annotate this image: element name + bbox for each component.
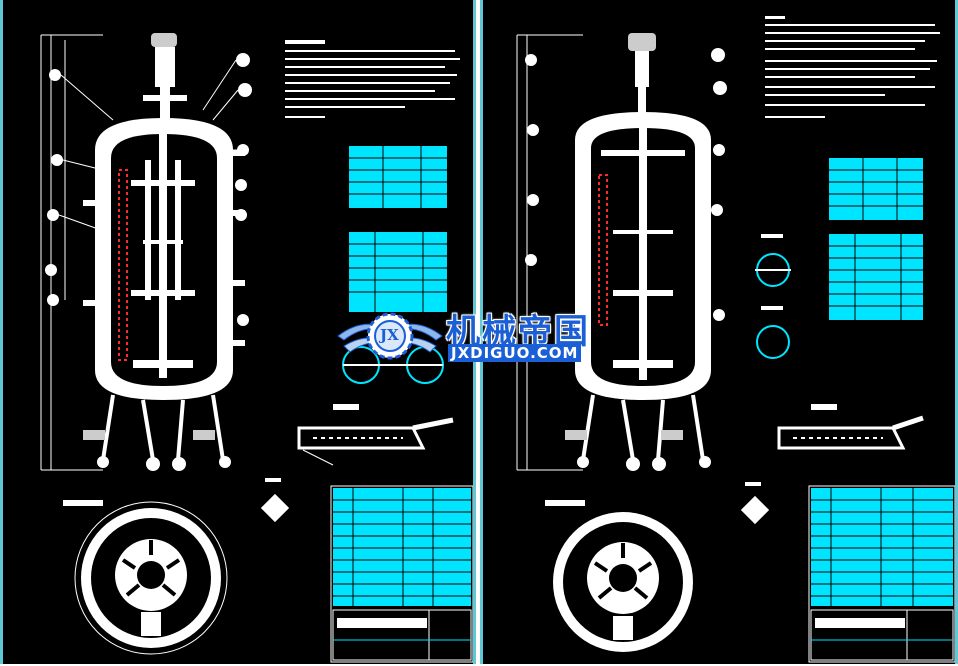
design-data-table (349, 146, 447, 208)
site-domain: JXDIGUO.COM (448, 344, 582, 362)
small-diamond-detail (260, 478, 290, 523)
fermenter-assembly-drawing-right (516, 16, 955, 663)
plan-view (63, 500, 228, 655)
fermenter-assembly-drawing-left (40, 33, 473, 663)
agitator-shaft (131, 128, 195, 378)
technical-notes (765, 16, 940, 118)
section-details (755, 234, 791, 359)
support-legs (581, 394, 705, 461)
dimension-lines (40, 34, 103, 471)
technical-notes (285, 40, 460, 118)
nozzle-table (349, 232, 447, 312)
design-data-table (829, 158, 923, 220)
site-watermark: JX 机械帝国 JXDIGUO.COM (334, 302, 634, 372)
dimension-lines (516, 34, 583, 471)
plan-view (545, 500, 693, 652)
logo-letters: JX (380, 326, 399, 344)
nozzle-table (829, 234, 923, 320)
agitator-drive (628, 33, 656, 127)
leg-feet (83, 430, 231, 471)
part-balloons-right (525, 48, 727, 321)
drawing-sheet-right (480, 0, 958, 664)
small-diamond-detail (740, 482, 770, 525)
sparger-detail (297, 404, 454, 466)
side-nozzles (83, 150, 245, 346)
agitator-drive (143, 33, 187, 127)
agitator-shaft (601, 125, 685, 380)
support-legs (101, 394, 225, 461)
title-block (330, 485, 473, 663)
sparger-detail (777, 404, 924, 450)
title-block (808, 485, 955, 663)
gear-wings-logo-icon (337, 312, 443, 360)
leg-feet (565, 430, 711, 471)
